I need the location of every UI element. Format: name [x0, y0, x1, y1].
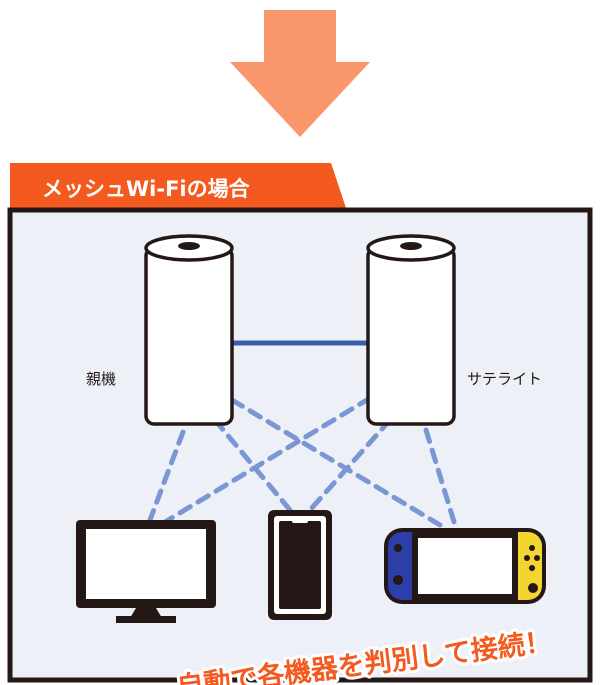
wifi-links	[147, 395, 458, 528]
link-satellite-phone	[307, 417, 393, 513]
link-parent-console	[229, 397, 443, 528]
router-parent-icon	[144, 234, 234, 426]
link-parent-phone	[212, 417, 293, 513]
smartphone-icon	[268, 510, 332, 620]
heading-banner	[10, 163, 346, 208]
heading-text: メッシュWi-Fiの場合	[42, 177, 251, 201]
link-satellite-tv	[157, 395, 373, 528]
router-satellite-icon	[366, 234, 456, 426]
satellite-label: サテライト	[467, 370, 542, 388]
down-arrow-icon	[230, 10, 370, 137]
link-satellite-console	[423, 427, 458, 528]
game-console-icon	[384, 528, 546, 604]
link-parent-tv	[147, 429, 186, 523]
parent-label: 親機	[86, 370, 116, 388]
tv-icon	[76, 520, 216, 623]
